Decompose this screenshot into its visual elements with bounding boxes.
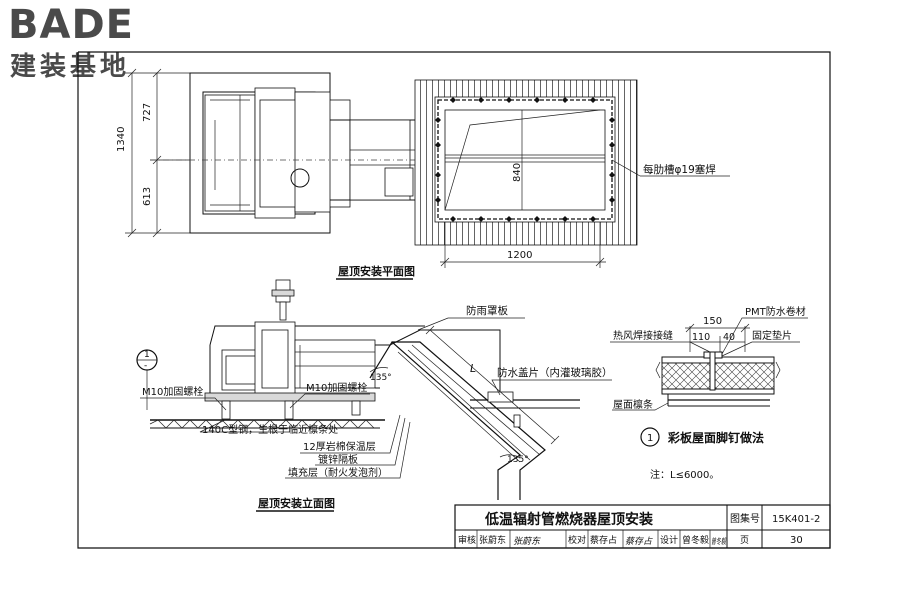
- elevation-title: 屋顶安装立面图: [258, 496, 335, 510]
- dim-1200: 1200: [507, 250, 532, 261]
- drawing-title: 低温辐射管燃烧器屋顶安装: [484, 511, 654, 528]
- dim-1340: 1340: [116, 127, 127, 152]
- detail-view: 150 110 40 PMT防水卷材 热风焊接接缝 固定垫片 屋面檩条 1 彩板…: [610, 305, 808, 481]
- dim-40: 40: [723, 332, 735, 343]
- detail-note: 注：L≤6000。: [650, 468, 719, 481]
- atlas-label: 图集号: [730, 512, 760, 525]
- elev-callout-den: -: [144, 361, 147, 371]
- design-name: 曾冬毅: [682, 534, 709, 546]
- channel-note: 140C型钢，生根于临近檩条处: [202, 423, 338, 436]
- page-label: 页: [740, 535, 749, 546]
- logo: BADE 建装基地: [8, 2, 134, 82]
- title-block: 低温辐射管燃烧器屋顶安装 图集号 15K401-2 审核 张蔚东 张蔚东 校对 …: [454, 504, 831, 549]
- detail-title: 彩板屋面脚钉做法: [667, 430, 764, 445]
- elev-callout-num: 1: [144, 350, 150, 360]
- review-label: 审核: [458, 534, 476, 546]
- plan-title: 屋顶安装平面图: [338, 264, 415, 278]
- design-signature: 曾冬毅: [711, 537, 727, 546]
- logo-brand: BADE: [8, 2, 134, 48]
- dim-L: L: [470, 362, 476, 375]
- atlas-number: 15K401-2: [772, 514, 820, 525]
- page-number: 30: [790, 535, 803, 546]
- dim-613: 613: [142, 187, 153, 206]
- rain-cover-label: 防雨罩板: [466, 304, 508, 317]
- dim-150: 150: [703, 316, 722, 327]
- angle-bottom: 135°: [507, 455, 529, 465]
- logo-subtitle: 建装基地: [10, 52, 130, 82]
- elevation-view: L 135° 135° 防雨罩板 防水盖片（内灌玻璃胶） 1 - M10加固螺栓…: [136, 279, 613, 512]
- layer-galv-plate: 镀锌隔板: [318, 453, 358, 466]
- check-name: 蔡存占: [590, 534, 617, 546]
- review-name: 张蔚东: [479, 534, 506, 546]
- weld-note: 每肋槽φ19塞焊: [643, 163, 716, 176]
- bolt-right-label: M10加固螺栓: [306, 381, 367, 394]
- purlin-label: 屋面檩条: [613, 398, 653, 411]
- dim-840: 840: [512, 163, 523, 182]
- dim-727: 727: [142, 103, 153, 122]
- fixing-pad-label: 固定垫片: [752, 329, 792, 342]
- design-label: 设计: [660, 534, 678, 546]
- hot-air-label: 热风焊接接缝: [613, 329, 673, 342]
- check-label: 校对: [568, 534, 586, 546]
- waterproof-cap-label: 防水盖片（内灌玻璃胶）: [497, 366, 613, 379]
- detail-callout-num: 1: [647, 433, 653, 444]
- angle-top: 135°: [370, 373, 392, 383]
- check-signature: 蔡存占: [625, 536, 653, 547]
- dim-110: 110: [692, 332, 710, 343]
- layer-insulation: 12厚岩棉保温层: [303, 440, 376, 453]
- pmt-label: PMT防水卷材: [745, 305, 806, 318]
- bolt-left-label: M10加固螺栓: [142, 385, 203, 398]
- plan-view: 1340 727 613: [116, 68, 730, 280]
- layer-fill: 填充层（耐火发泡剂）: [288, 466, 388, 479]
- review-signature: 张蔚东: [513, 536, 541, 547]
